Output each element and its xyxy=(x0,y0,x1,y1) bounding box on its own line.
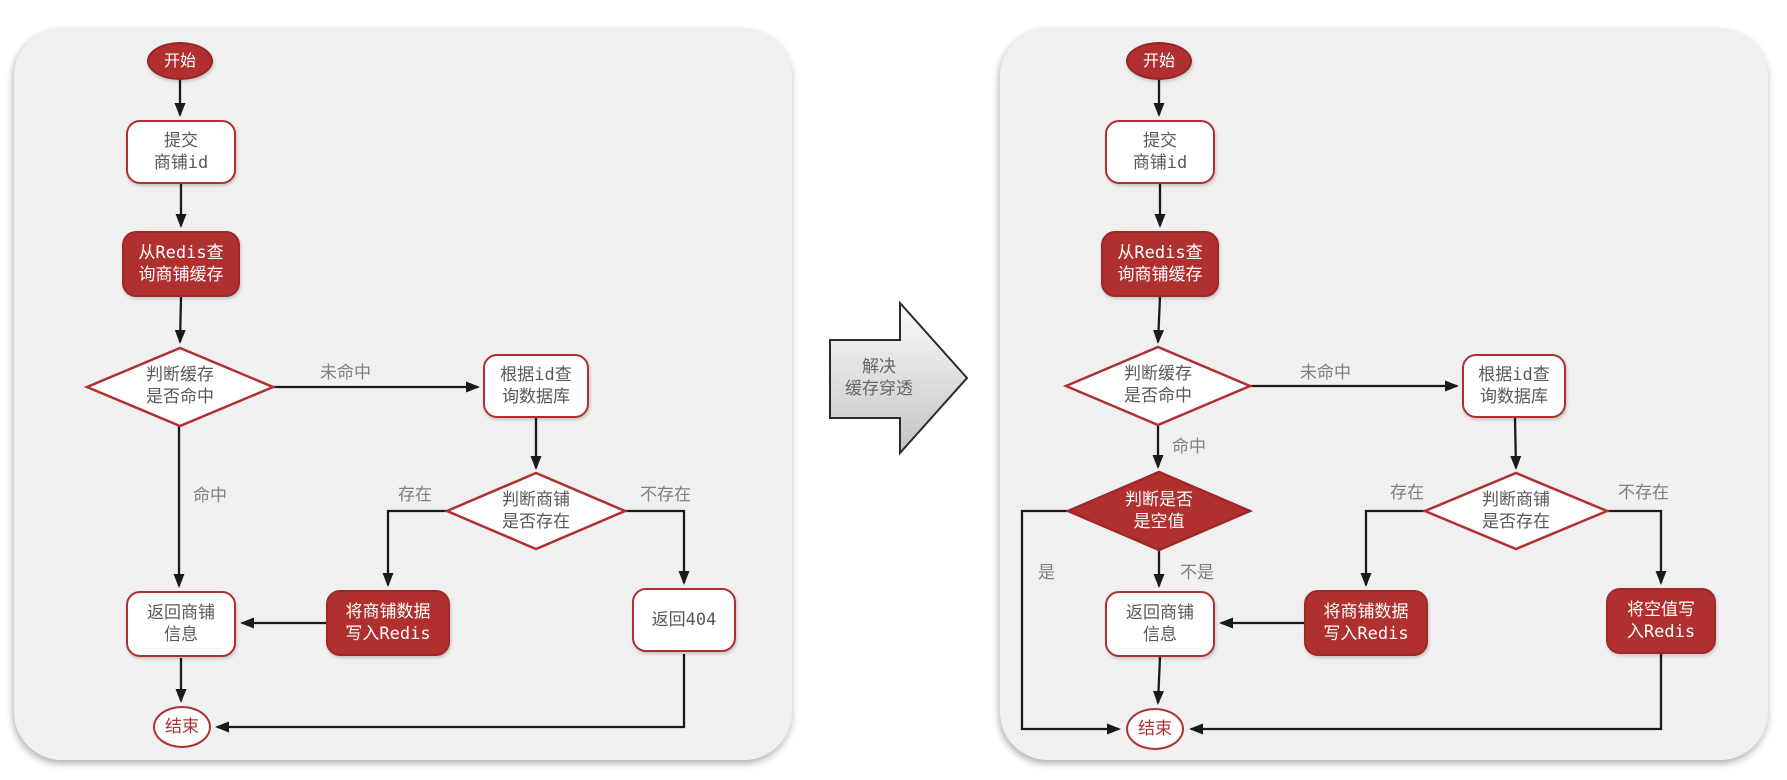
right-submit-shop-id-node: 提交 商铺id xyxy=(1105,120,1215,184)
left-submit-shop-id-node: 提交 商铺id xyxy=(126,120,236,184)
left-end-node: 结束 xyxy=(153,706,211,748)
left-label-hit: 命中 xyxy=(193,486,227,506)
right-end-label: 结束 xyxy=(1138,719,1172,739)
left-start-node: 开始 xyxy=(147,42,213,80)
right-label-miss: 未命中 xyxy=(1300,363,1351,383)
right-label-exists: 存在 xyxy=(1390,483,1424,503)
left-return-shop-info-label: 返回商铺 信息 xyxy=(147,603,215,645)
right-write-null-to-redis-node: 将空值写 入Redis xyxy=(1606,588,1716,654)
right-submit-shop-id-label: 提交 商铺id xyxy=(1132,131,1188,173)
left-label-exists: 存在 xyxy=(398,485,432,505)
left-query-db-by-id-node: 根据id查 询数据库 xyxy=(483,354,589,418)
right-shop-exists-decision-label: 判断商铺 是否存在 xyxy=(1482,490,1550,532)
transform-arrow-label: 解决 缓存穿透 xyxy=(845,357,913,399)
left-submit-shop-id-label: 提交 商铺id xyxy=(153,131,209,173)
left-query-redis-cache-node: 从Redis查 询商铺缓存 xyxy=(122,231,240,297)
right-null-value-decision-label: 判断是否 是空值 xyxy=(1125,490,1193,532)
right-return-shop-info-label: 返回商铺 信息 xyxy=(1126,603,1194,645)
right-label-hit: 命中 xyxy=(1172,437,1206,457)
right-write-null-to-redis-label: 将空值写 入Redis xyxy=(1626,600,1696,642)
right-query-redis-cache-node: 从Redis查 询商铺缓存 xyxy=(1101,231,1219,297)
left-write-shop-data-to-redis-label: 将商铺数据 写入Redis xyxy=(345,602,431,644)
left-return-404-label: 返回404 xyxy=(651,610,717,630)
left-label-miss: 未命中 xyxy=(320,363,371,383)
left-end-label: 结束 xyxy=(165,717,199,737)
right-label-no: 不是 xyxy=(1180,563,1214,583)
right-return-shop-info-node: 返回商铺 信息 xyxy=(1105,591,1215,657)
right-query-db-by-id-label: 根据id查 询数据库 xyxy=(1478,365,1550,407)
left-return-shop-info-node: 返回商铺 信息 xyxy=(126,591,236,657)
right-query-db-by-id-node: 根据id查 询数据库 xyxy=(1462,354,1566,418)
left-query-redis-cache-label: 从Redis查 询商铺缓存 xyxy=(138,243,224,285)
right-write-shop-data-to-redis-label: 将商铺数据 写入Redis xyxy=(1323,602,1409,644)
right-cache-hit-decision-label: 判断缓存 是否命中 xyxy=(1124,364,1192,406)
left-query-db-by-id-label: 根据id查 询数据库 xyxy=(500,365,572,407)
right-query-redis-cache-label: 从Redis查 询商铺缓存 xyxy=(1117,243,1203,285)
left-shop-exists-decision-label: 判断商铺 是否存在 xyxy=(502,490,570,532)
left-start-label: 开始 xyxy=(163,51,196,70)
right-label-yes: 是 xyxy=(1038,563,1055,583)
right-start-node: 开始 xyxy=(1126,42,1192,80)
right-start-label: 开始 xyxy=(1142,51,1175,70)
left-label-not-exists: 不存在 xyxy=(640,485,691,505)
right-end-node: 结束 xyxy=(1126,708,1184,750)
left-cache-hit-decision-label: 判断缓存 是否命中 xyxy=(146,365,214,407)
left-return-404-node: 返回404 xyxy=(632,588,736,652)
right-label-not-exists: 不存在 xyxy=(1618,483,1669,503)
right-write-shop-data-to-redis-node: 将商铺数据 写入Redis xyxy=(1304,590,1428,656)
left-write-shop-data-to-redis-node: 将商铺数据 写入Redis xyxy=(326,590,450,656)
